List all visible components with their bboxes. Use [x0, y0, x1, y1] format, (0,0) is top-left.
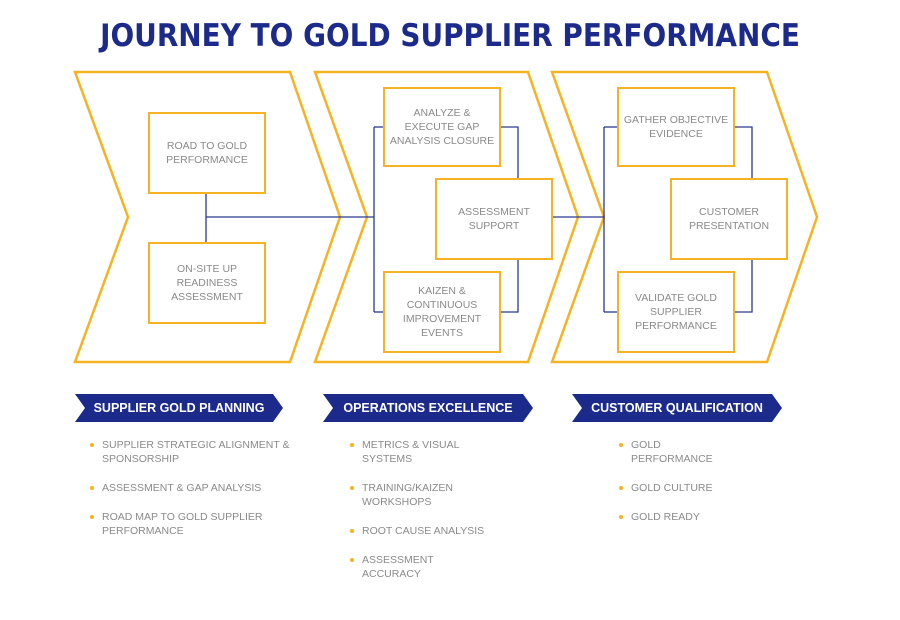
banner-customer-qualification: CUSTOMER QUALIFICATION	[572, 394, 782, 422]
list-item: GOLD PERFORMANCE	[619, 438, 726, 466]
list-item: TRAINING/KAIZEN WORKSHOPS	[350, 481, 472, 509]
box-analyze-execute: ANALYZE & EXECUTE GAP ANALYSIS CLOSURE	[383, 87, 501, 167]
box-gather-evidence: GATHER OBJECTIVE EVIDENCE	[617, 87, 735, 167]
connector-stage2-right-bottom	[500, 260, 519, 313]
bullets-supplier-gold-planning: SUPPLIER STRATEGIC ALIGNMENT & SPONSORSH…	[90, 438, 290, 553]
bullets-customer-qualification: GOLD PERFORMANCE GOLD CULTURE GOLD READY	[619, 438, 739, 539]
banner-operations-excellence: OPERATIONS EXCELLENCE	[323, 394, 533, 422]
box-kaizen: KAIZEN & CONTINUOUS IMPROVEMENT EVENTS	[383, 271, 501, 353]
connector-stage3-right-bottom	[734, 260, 753, 313]
list-item: SUPPLIER STRATEGIC ALIGNMENT & SPONSORSH…	[90, 438, 290, 466]
list-item: ROAD MAP TO GOLD SUPPLIER PERFORMANCE	[90, 510, 272, 538]
page-title: JOURNEY TO GOLD SUPPLIER PERFORMANCE	[100, 18, 800, 54]
box-validate-gold: VALIDATE GOLD SUPPLIER PERFORMANCE	[617, 271, 735, 353]
list-item: GOLD CULTURE	[619, 481, 739, 495]
chevron-stage-1	[73, 70, 342, 364]
list-item: ROOT CAUSE ANALYSIS	[350, 524, 490, 538]
connector-stage2-right-top	[500, 126, 519, 180]
box-assessment-support: ASSESSMENT SUPPORT	[435, 178, 553, 260]
box-onsite-readiness: ON-SITE UP READINESS ASSESSMENT	[148, 242, 266, 324]
list-item: ASSESSMENT & GAP ANALYSIS	[90, 481, 290, 495]
connector-stage3-right-top	[734, 126, 753, 180]
list-item: ASSESSMENT ACCURACY	[350, 553, 490, 581]
list-item: GOLD READY	[619, 510, 739, 524]
banner-supplier-gold-planning: SUPPLIER GOLD PLANNING	[75, 394, 283, 422]
box-road-to-gold: ROAD TO GOLD PERFORMANCE	[148, 112, 266, 194]
list-item: METRICS & VISUAL SYSTEMS	[350, 438, 472, 466]
bullets-operations-excellence: METRICS & VISUAL SYSTEMS TRAINING/KAIZEN…	[350, 438, 490, 596]
box-customer-presentation: CUSTOMER PRESENTATION	[670, 178, 788, 260]
